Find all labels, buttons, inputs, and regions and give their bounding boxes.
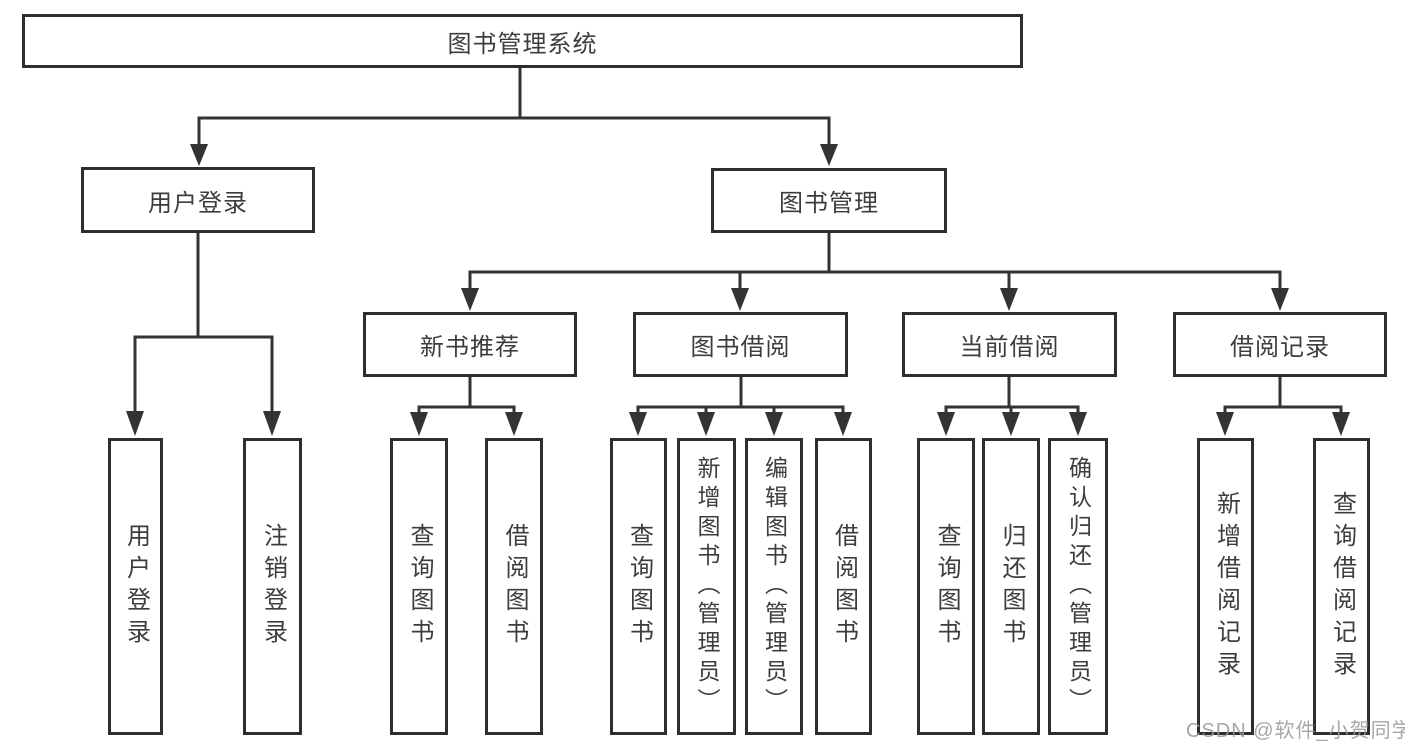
leaf-borrow-books-recommend-label: 借阅图书 — [501, 522, 528, 651]
leaf-edit-book-admin-label: 编辑图书（管理员） — [761, 456, 788, 717]
leaf-query-books-current-label: 查询图书 — [933, 522, 960, 651]
leaf-confirm-return-admin: 确认归还（管理员） — [1048, 438, 1108, 735]
leaf-add-borrow-record: 新增借阅记录 — [1197, 438, 1254, 735]
arrowheads — [126, 144, 1350, 436]
leaf-logout: 注销登录 — [243, 438, 302, 735]
leaf-borrow-books-label: 借阅图书 — [830, 522, 858, 651]
leaf-edit-book-admin: 编辑图书（管理员） — [745, 438, 803, 735]
node-root-label: 图书管理系统 — [447, 30, 598, 58]
leaf-query-books-recommend: 查询图书 — [390, 438, 448, 735]
leaf-query-borrow-record: 查询借阅记录 — [1313, 438, 1370, 735]
leaf-user-login-label: 用户登录 — [122, 522, 150, 651]
node-user-login: 用户登录 — [81, 167, 315, 233]
leaf-return-book: 归还图书 — [982, 438, 1040, 735]
node-new-book-recommend: 新书推荐 — [363, 312, 577, 377]
leaf-return-book-label: 归还图书 — [998, 522, 1025, 651]
node-borrow-records-label: 借阅记录 — [1230, 334, 1330, 361]
leaf-query-books-borrow-label: 查询图书 — [625, 522, 653, 651]
node-book-borrow: 图书借阅 — [633, 312, 848, 377]
leaf-query-borrow-record-label: 查询借阅记录 — [1328, 490, 1356, 683]
leaf-query-books-borrow: 查询图书 — [610, 438, 667, 735]
leaf-add-book-admin: 新增图书（管理员） — [677, 438, 736, 735]
node-new-book-recommend-label: 新书推荐 — [420, 334, 520, 361]
node-root: 图书管理系统 — [22, 14, 1023, 68]
leaf-query-books-recommend-label: 查询图书 — [406, 522, 433, 651]
node-book-management: 图书管理 — [711, 168, 947, 233]
node-current-borrow: 当前借阅 — [902, 312, 1117, 377]
leaf-borrow-books-recommend: 借阅图书 — [485, 438, 543, 735]
node-book-borrow-label: 图书借阅 — [690, 334, 791, 361]
leaf-add-borrow-record-label: 新增借阅记录 — [1212, 490, 1240, 683]
leaf-user-login: 用户登录 — [108, 438, 163, 735]
csdn-watermark: CSDN @软件_小贺同学 — [1186, 720, 1405, 742]
node-borrow-records: 借阅记录 — [1173, 312, 1387, 377]
leaf-query-books-current: 查询图书 — [917, 438, 975, 735]
node-user-login-label: 用户登录 — [148, 189, 248, 217]
leaf-borrow-books: 借阅图书 — [815, 438, 872, 735]
leaf-add-book-admin-label: 新增图书（管理员） — [694, 456, 720, 717]
leaf-logout-label: 注销登录 — [259, 522, 287, 651]
leaf-confirm-return-admin-label: 确认归还（管理员） — [1065, 456, 1092, 717]
node-current-borrow-label: 当前借阅 — [959, 334, 1060, 361]
node-book-management-label: 图书管理 — [779, 190, 879, 217]
